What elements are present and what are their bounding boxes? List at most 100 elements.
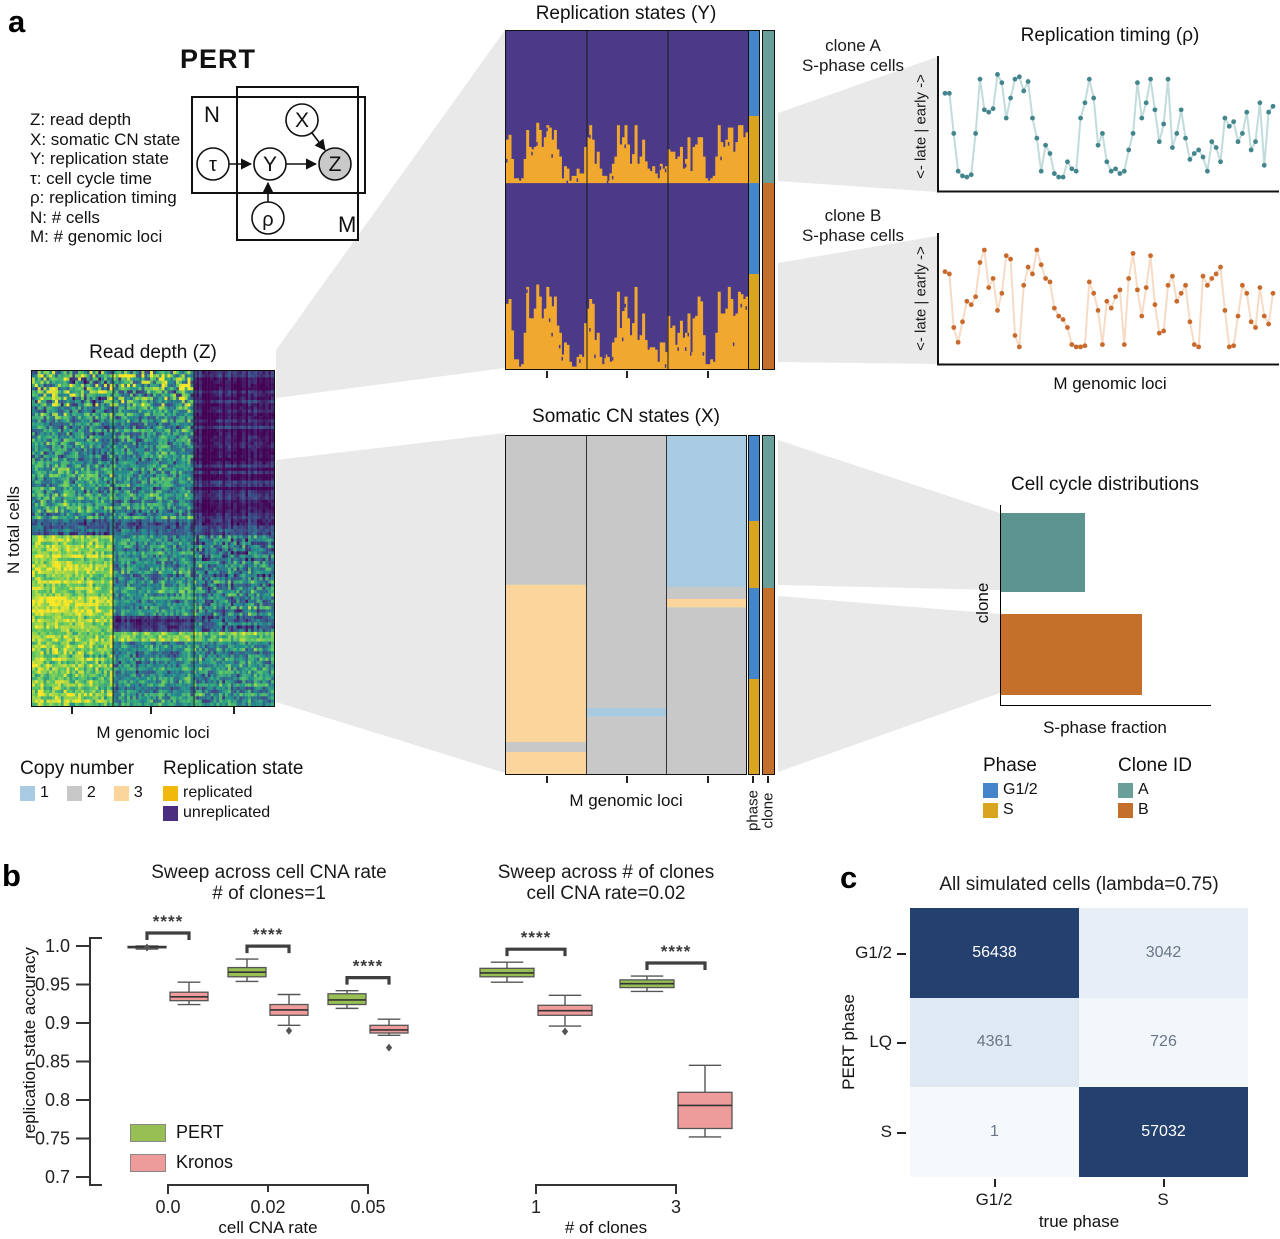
confusion-title: All simulated cells (lambda=0.75) [939, 874, 1219, 895]
clone-axis-label: clone [759, 792, 777, 829]
y-tick [897, 1042, 906, 1044]
plate-n [191, 96, 366, 194]
confusion-cell-value: 57032 [1141, 1123, 1186, 1141]
clone-annotation-bar [762, 30, 775, 370]
x-tick [1163, 1179, 1165, 1187]
timing-xlabel: M genomic loci [1053, 374, 1167, 393]
node-rho [251, 201, 285, 235]
node-x [285, 103, 319, 137]
rep-states-title: Replication states (Y) [535, 3, 717, 24]
cycle-ylabel: clone [973, 582, 992, 624]
svg-text:0.02: 0.02 [250, 1197, 285, 1217]
sweep-cna-xlabel: cell CNA rate [218, 1218, 318, 1237]
svg-text:0.8: 0.8 [45, 1090, 70, 1110]
legend-label: Kronos [176, 1152, 234, 1172]
legend-label: S [1003, 801, 1014, 818]
confusion-cell-value: 1 [990, 1123, 999, 1141]
annotation-segment [749, 679, 759, 774]
pert-graphical-model: N M X τ Y Z ρ [191, 86, 366, 241]
annotation-segment [749, 436, 759, 521]
phase-annotation-bar [748, 30, 760, 370]
definition-line: τ: cell cycle time [30, 168, 152, 188]
confusion-row-label: G1/2 [855, 943, 892, 962]
y-tick [897, 953, 906, 955]
svg-text:****: **** [253, 925, 283, 944]
node-y-label: Y [263, 153, 277, 176]
plate-n-label: N [204, 102, 220, 127]
cn-states-title: Somatic CN states (X) [532, 406, 720, 427]
panel-b-label: b [2, 858, 21, 893]
legend-label: PERT [176, 1122, 224, 1142]
x-tick [626, 776, 628, 783]
panel-a-label: a [8, 4, 26, 39]
legend-swatch [66, 785, 82, 801]
legend-item: 3 [113, 784, 143, 802]
phase-annotation-bar [748, 435, 760, 775]
clone-a-caption: clone A S-phase cells [793, 36, 913, 76]
definition-line: N: # cells [30, 207, 100, 227]
sweep-cna-title-line2: # of clones=1 [212, 883, 326, 904]
legend-label: A [1138, 781, 1149, 798]
definition-line: ρ: replication timing [30, 188, 177, 207]
cell-cycle-bar-chart [1000, 505, 1211, 706]
sweep-cna-title-line1: Sweep across cell CNA rate [151, 862, 387, 883]
timing-b-ylabel: <- late | early -> [912, 246, 930, 351]
annotation-segment [749, 115, 759, 184]
svg-text:0.9: 0.9 [45, 1013, 70, 1033]
pert-model-title: PERT [180, 44, 257, 74]
annotation-segment [749, 520, 759, 589]
node-z [318, 147, 352, 181]
legend-label: 2 [86, 784, 96, 801]
legend-swatch [983, 802, 998, 818]
x-tick [546, 371, 548, 378]
legend-copy-number-title: Copy number [20, 758, 135, 779]
svg-text:0.7: 0.7 [45, 1167, 70, 1187]
annotation-segment [763, 436, 774, 589]
annotation-segment [749, 31, 759, 116]
x-tick [150, 707, 152, 714]
confusion-cell: 1 [910, 1087, 1079, 1177]
legend-item: replicated [163, 784, 303, 802]
confusion-xlabel: true phase [1038, 1212, 1120, 1231]
confusion-cell: 3042 [1079, 908, 1248, 998]
legend-swatch [130, 1123, 166, 1142]
x-tick [994, 1179, 996, 1187]
clone-annotation-bar [762, 435, 775, 775]
legend-label: B [1138, 801, 1149, 818]
confusion-cell-value: 726 [1150, 1033, 1177, 1051]
x-tick [752, 776, 754, 783]
x-tick [546, 776, 548, 783]
confusion-cell: 56438 [910, 908, 1079, 998]
legend-clone-id-title: Clone ID [1118, 755, 1192, 776]
confusion-cell: 57032 [1079, 1087, 1248, 1177]
sweep-clones-xlabel: # of clones [564, 1218, 648, 1237]
panel-c-label: c [840, 860, 858, 895]
legend-label: unreplicated [183, 804, 271, 821]
svg-text:0.85: 0.85 [35, 1052, 70, 1072]
read-depth-xlabel: M genomic loci [96, 723, 210, 742]
clone-b-caption: clone B S-phase cells [793, 206, 913, 246]
definition-line: M: # genomic loci [30, 227, 163, 246]
x-tick [233, 707, 235, 714]
annotation-segment [749, 183, 759, 275]
confusion-cell-value: 4361 [976, 1033, 1013, 1051]
legend-item: S [983, 801, 1038, 819]
plate-m-label: M [338, 212, 356, 237]
cycle-title: Cell cycle distributions [1011, 474, 1199, 495]
legend-item: G1/2 [983, 781, 1038, 799]
legend-label: 3 [133, 784, 143, 801]
confusion-ylabel: PERT phase [839, 994, 858, 1090]
svg-text:3: 3 [671, 1197, 681, 1217]
annotation-segment [749, 588, 759, 680]
annotation-segment [749, 274, 759, 369]
rep-states-heatmap [505, 30, 749, 370]
definition-line: Z: read depth [30, 110, 132, 129]
legend-swatch [113, 785, 129, 801]
cn-states-heatmap [505, 435, 747, 775]
sweep-cna-title: Sweep across cell CNA rate # of clones=1 [119, 862, 419, 904]
